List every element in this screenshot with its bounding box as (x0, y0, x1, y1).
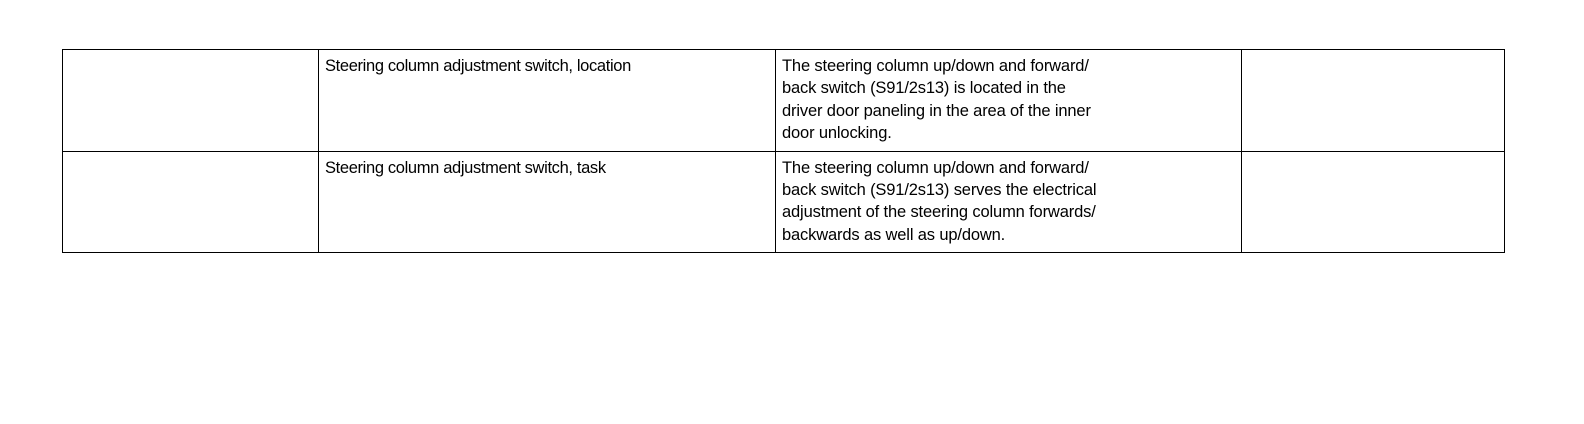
cell-blank-left (62, 49, 319, 152)
description-text: The steering column up/down and forward/… (782, 57, 1091, 143)
table-row: Steering column adjustment switch, locat… (62, 49, 1505, 152)
description-text: The steering column up/down and forward/… (782, 158, 1097, 244)
table-row: Steering column adjustment switch, task … (62, 150, 1505, 254)
cell-blank-right (1241, 49, 1505, 152)
item-label-text: Steering column adjustment switch, task (325, 158, 606, 177)
table-body: Steering column adjustment switch, locat… (62, 49, 1505, 254)
item-label-text: Steering column adjustment switch, locat… (325, 57, 631, 75)
cell-description: The steering column up/down and forward/… (775, 150, 1242, 254)
cell-item-label: Steering column adjustment switch, task (318, 150, 776, 254)
cell-description: The steering column up/down and forward/… (775, 49, 1242, 152)
specification-table: Steering column adjustment switch, locat… (62, 49, 1505, 254)
cell-blank-right (1241, 150, 1505, 254)
cell-item-label: Steering column adjustment switch, locat… (318, 49, 776, 152)
cell-blank-left (62, 150, 319, 254)
